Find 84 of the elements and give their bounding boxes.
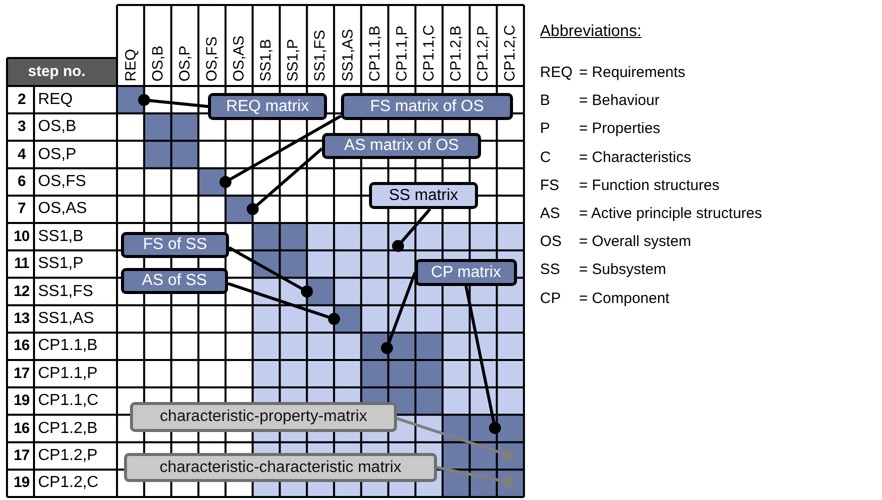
abbreviation-meaning: = Active principle structures: [579, 206, 762, 221]
abbreviation-meaning: = Characteristics: [579, 150, 692, 165]
leader-line: [228, 246, 313, 298]
row-label: CP1.2,C: [38, 475, 98, 492]
callout-box: AS matrix of OS: [322, 133, 481, 159]
row-label: SS1,AS: [38, 310, 94, 327]
column-header: OS,FS: [202, 35, 222, 84]
row-label: CP1.2,B: [38, 420, 98, 436]
row-label: CP1.2,P: [38, 448, 98, 464]
leader-line: [392, 208, 432, 252]
abbreviation-meaning: = Behaviour: [579, 93, 660, 108]
step-number: 17: [12, 448, 30, 463]
abbreviation-meaning: = Function structures: [579, 178, 720, 193]
leader-line: [396, 417, 514, 461]
step-number: 2: [16, 92, 26, 107]
row-label: CP1.1,C: [38, 393, 98, 410]
column-header: SS1,P: [284, 38, 303, 84]
abbreviation: CP: [540, 290, 561, 306]
column-header: OS,B: [148, 44, 168, 84]
column-header: OS,AS: [230, 34, 249, 84]
column-header: CP1.2,P: [474, 24, 493, 84]
abbreviation: AS: [540, 206, 560, 221]
column-header: CP1.2,C: [500, 24, 520, 84]
abbreviation-meaning: = Properties: [579, 121, 660, 136]
column-header: SS1,AS: [338, 28, 358, 84]
column-header: REQ: [121, 48, 140, 84]
abbreviation: SS: [540, 262, 560, 278]
leader-line: [220, 114, 342, 188]
column-header: CP1.2,B: [446, 24, 466, 84]
step-number: 11: [13, 256, 30, 272]
abbreviation-meaning: = Requirements: [579, 65, 686, 80]
row-label: REQ: [38, 92, 73, 108]
callout-box: characteristic-property-matrix: [130, 402, 397, 432]
row-label: OS,B: [38, 119, 76, 136]
abbreviations-heading: Abbreviations:: [540, 24, 642, 40]
column-header: SS1,B: [256, 38, 276, 84]
step-number: 4: [16, 146, 27, 162]
callout-box: FS of SS: [121, 232, 229, 258]
step-number: 16: [12, 420, 30, 436]
abbreviation: B: [540, 93, 550, 108]
leader-line: [228, 282, 340, 325]
leader-line: [436, 466, 514, 488]
step-number: 7: [16, 201, 26, 216]
callout-box: CP matrix: [414, 259, 517, 286]
abbreviation-meaning: = Subsystem: [579, 262, 666, 278]
column-header: CP1.1,B: [365, 24, 384, 84]
column-header: CP1.1,P: [392, 24, 412, 84]
step-number: 3: [16, 119, 26, 134]
step-number: 10: [12, 228, 30, 244]
column-header: OS,P: [175, 44, 194, 84]
table-header: step no.: [28, 64, 86, 79]
leader-line: [464, 286, 501, 434]
abbreviation-meaning: = Component: [579, 290, 670, 306]
abbreviation: FS: [540, 178, 560, 193]
callout-box: REQ matrix: [208, 93, 327, 120]
abbreviation: REQ: [540, 65, 573, 80]
step-number: 19: [12, 393, 30, 408]
row-label: SS1,B: [38, 228, 84, 245]
leader-line: [246, 147, 323, 215]
callout-box: AS of SS: [121, 268, 228, 294]
leader-line: [380, 272, 416, 354]
row-label: OS,FS: [38, 174, 86, 190]
step-number: 17: [12, 366, 30, 381]
callout-box: characteristic-characteristic matrix: [124, 453, 437, 482]
abbreviation: P: [540, 121, 550, 136]
row-label: OS,P: [38, 146, 76, 162]
row-label: CP1.1,P: [38, 366, 98, 382]
step-number: 19: [12, 475, 30, 490]
abbreviation: C: [540, 150, 551, 165]
column-header: SS1,FS: [310, 28, 330, 84]
leader-line: [138, 94, 208, 108]
callout-box: FS matrix of OS: [341, 93, 513, 120]
step-number: 16: [12, 338, 30, 354]
abbreviation: OS: [540, 234, 562, 250]
callout-box: SS matrix: [369, 182, 478, 209]
row-label: SS1,P: [38, 256, 84, 272]
abbreviation-meaning: = Overall system: [579, 234, 692, 250]
column-header: CP1.1,C: [419, 24, 438, 84]
step-number: 6: [16, 174, 26, 189]
row-label: CP1.1,B: [38, 338, 98, 354]
step-number: 12: [12, 284, 30, 298]
step-number: 13: [12, 310, 30, 326]
row-label: SS1,FS: [38, 284, 94, 300]
row-label: OS,AS: [38, 201, 87, 218]
